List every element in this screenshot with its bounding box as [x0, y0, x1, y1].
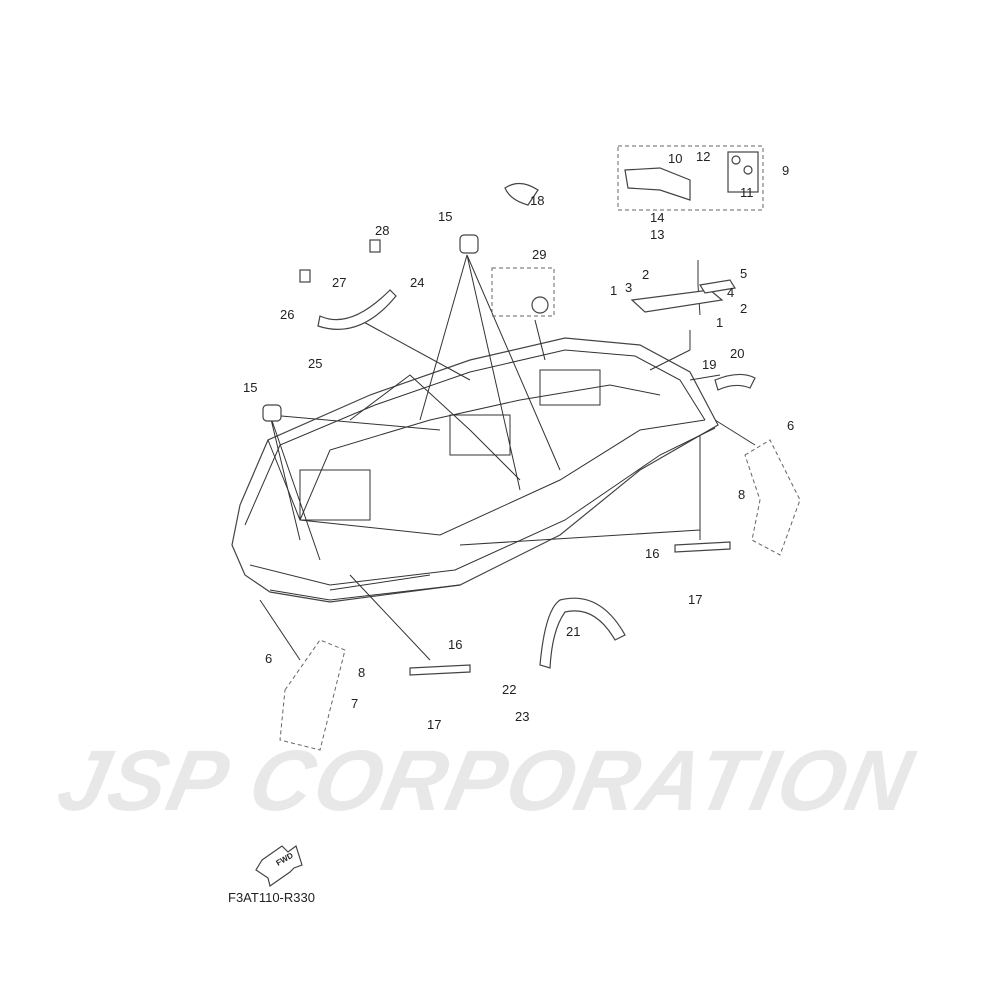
callout-number: 23	[515, 709, 529, 724]
callout-number: 4	[727, 285, 734, 300]
callout-number: 1	[610, 283, 617, 298]
callout-number: 8	[738, 487, 745, 502]
callout-number: 5	[740, 266, 747, 281]
callout-number: 7	[351, 696, 358, 711]
callout-number: 17	[427, 717, 441, 732]
diagram-code: F3AT110-R330	[228, 890, 315, 905]
callout-number: 17	[688, 592, 702, 607]
callout-number: 22	[502, 682, 516, 697]
callout-number: 21	[566, 624, 580, 639]
callout-number: 24	[410, 275, 424, 290]
callout-number: 13	[650, 227, 664, 242]
callout-number: 14	[650, 210, 664, 225]
callout-number: 15	[438, 209, 452, 224]
callout-number: 25	[308, 356, 322, 371]
callout-number: 2	[642, 267, 649, 282]
callout-number: 19	[702, 357, 716, 372]
callout-number: 16	[448, 637, 462, 652]
callout-number: 2	[740, 301, 747, 316]
callout-number: 1	[716, 315, 723, 330]
callout-number: 8	[358, 665, 365, 680]
callout-number: 18	[530, 193, 544, 208]
callout-number: 26	[280, 307, 294, 322]
callout-number: 9	[782, 163, 789, 178]
callout-number: 6	[265, 651, 272, 666]
callout-number: 27	[332, 275, 346, 290]
callout-number: 3	[625, 280, 632, 295]
callout-number: 16	[645, 546, 659, 561]
leader-lines	[259, 254, 756, 661]
fwd-arrow-icon: FWD	[255, 845, 303, 887]
callout-number: 12	[696, 149, 710, 164]
callout-number: 29	[532, 247, 546, 262]
callout-number: 6	[787, 418, 794, 433]
parts	[262, 145, 801, 751]
callout-number: 15	[243, 380, 257, 395]
callout-number: 11	[740, 185, 754, 200]
callout-number: 28	[375, 223, 389, 238]
boat-hull	[231, 337, 719, 603]
callout-number: 10	[668, 151, 682, 166]
callout-number: 20	[730, 346, 744, 361]
